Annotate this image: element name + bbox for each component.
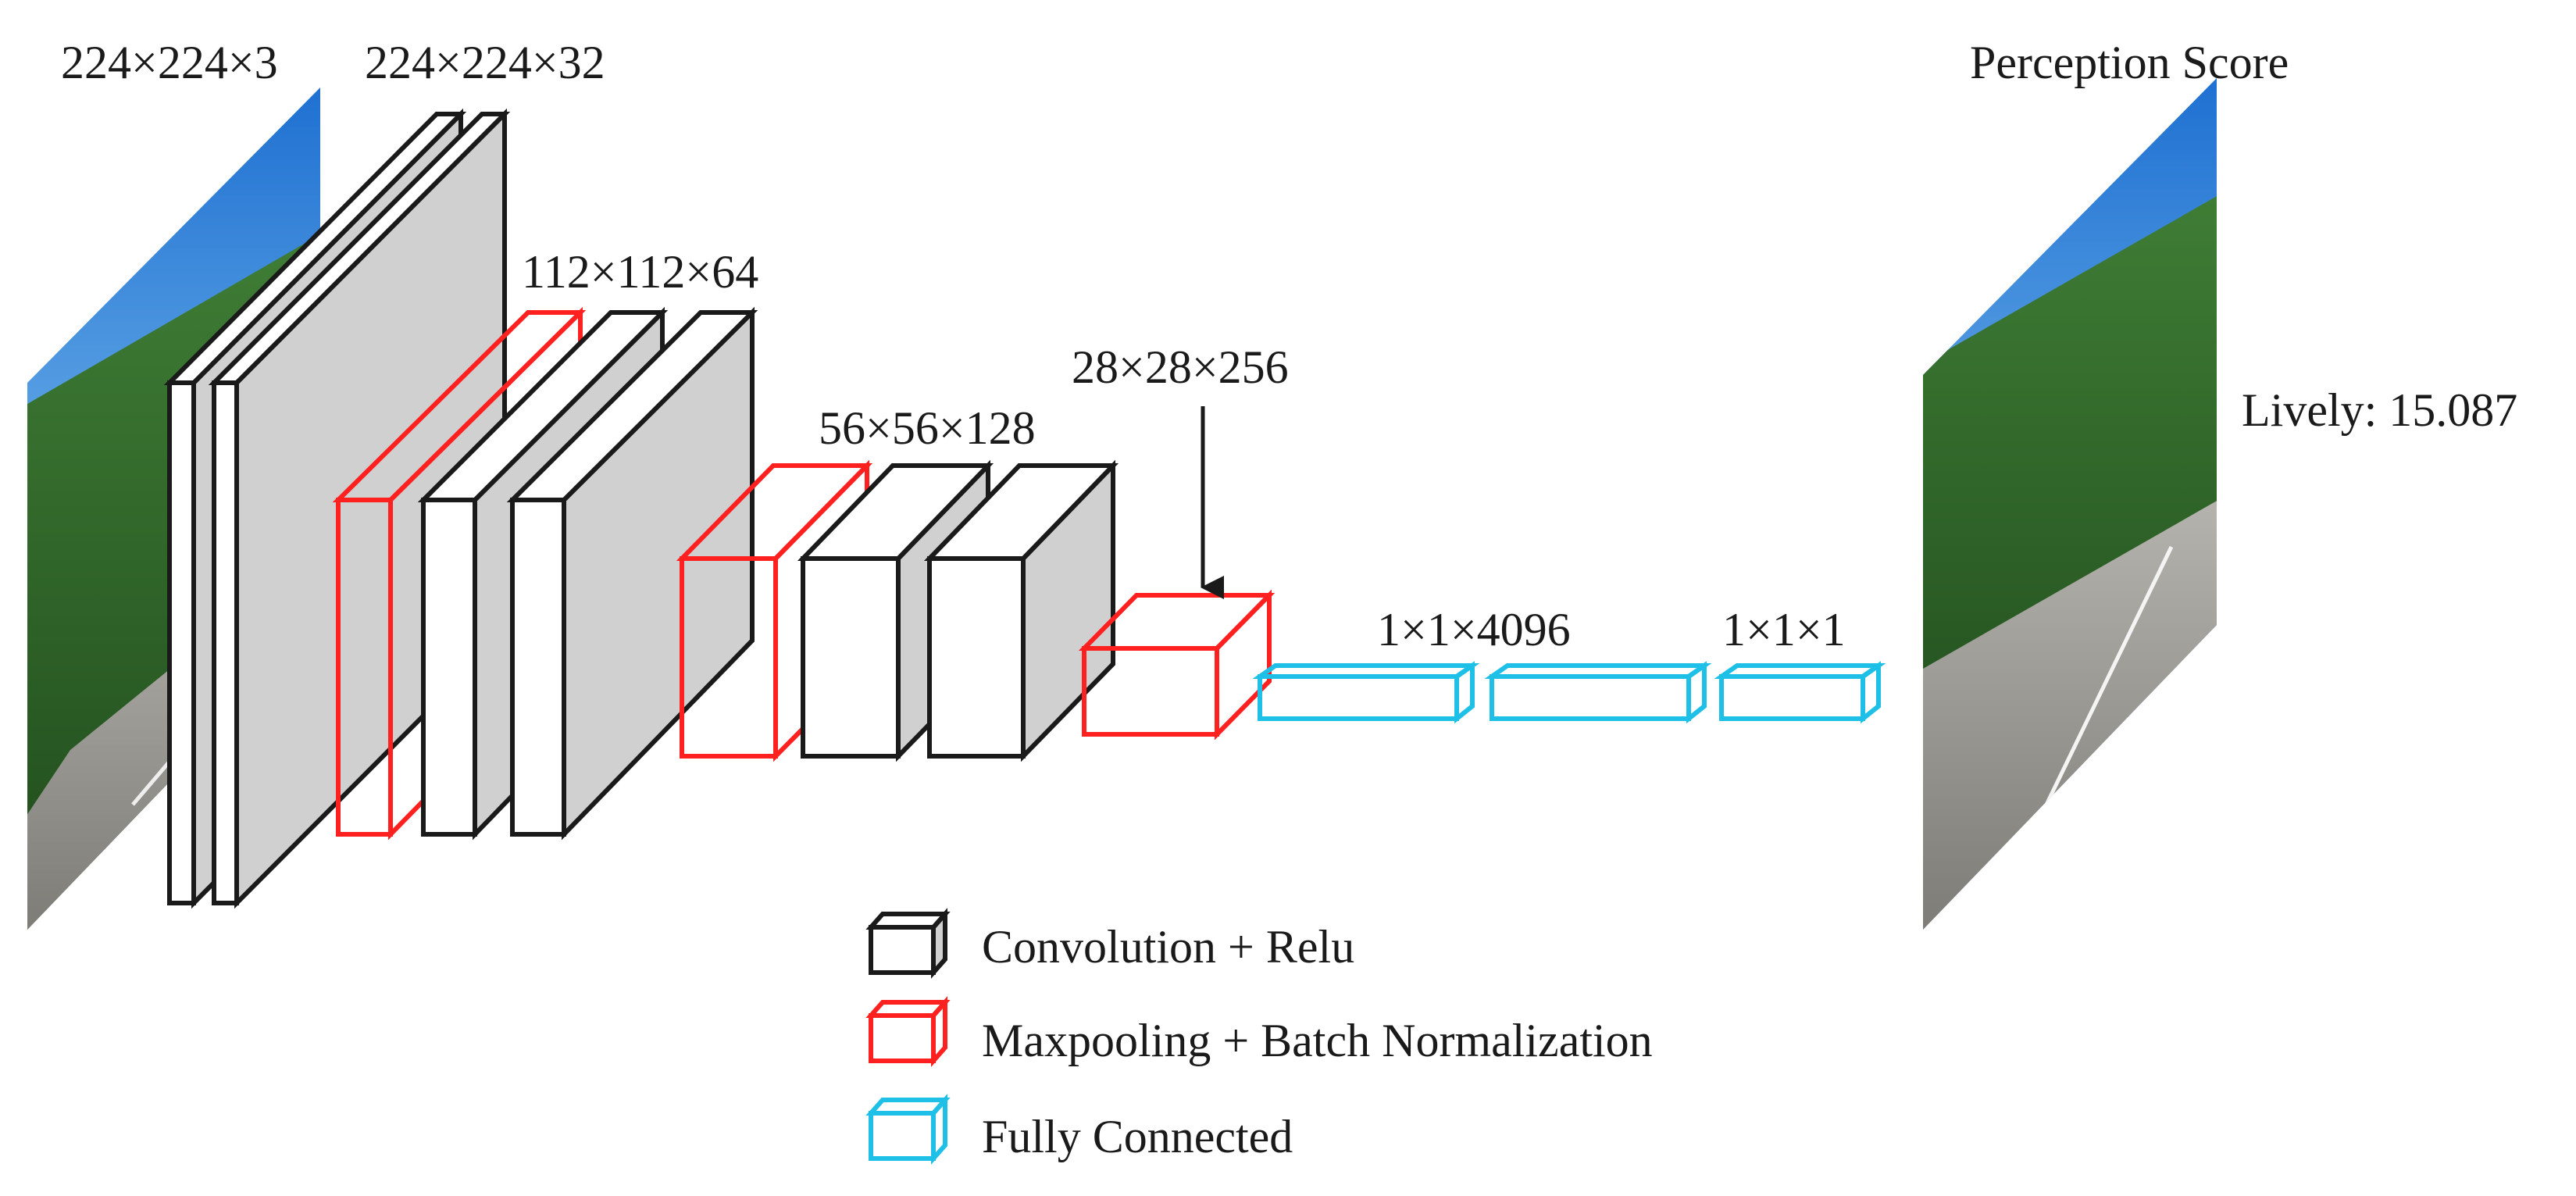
fc2-layer xyxy=(1484,661,1712,724)
legend-swatch-fc-icon xyxy=(865,1094,951,1165)
fc1-layer xyxy=(1252,661,1480,724)
legend-swatch-pool-icon xyxy=(865,996,951,1067)
pool4-layer xyxy=(1078,589,1276,741)
conv1-block xyxy=(163,108,511,909)
conv3-layer-b xyxy=(923,459,1119,762)
legend-item-convolution: Convolution + Relu xyxy=(865,908,1354,979)
legend-item-pooling: Maxpooling + Batch Normalization xyxy=(865,996,1653,1067)
fc1-dims-label: 1×1×4096 xyxy=(1377,604,1571,655)
legend-label-pool: Maxpooling + Batch Normalization xyxy=(982,1015,1653,1066)
block2 xyxy=(332,306,758,841)
legend: Convolution + Relu Maxpooling + Batch No… xyxy=(865,908,1653,1165)
conv1-dims-label: 224×224×32 xyxy=(365,37,605,88)
score-text: Lively: 15.087 xyxy=(2242,384,2517,436)
block3-dims-label: 56×56×128 xyxy=(819,402,1036,454)
legend-label-fc: Fully Connected xyxy=(982,1111,1293,1162)
output-title: Perception Score xyxy=(1970,37,2289,88)
block4-dims-label: 28×28×256 xyxy=(1072,341,1289,393)
legend-item-fc: Fully Connected xyxy=(865,1094,1293,1165)
block3 xyxy=(676,459,1119,762)
output-image xyxy=(1923,78,2217,930)
conv2-layer-b xyxy=(506,306,758,841)
fc-out-dims-label: 1×1×1 xyxy=(1722,604,1846,655)
legend-label-conv: Convolution + Relu xyxy=(982,921,1354,973)
fc-output-layer xyxy=(1714,661,1886,724)
block2-dims-label: 112×112×64 xyxy=(522,246,758,298)
legend-swatch-conv-icon xyxy=(865,908,951,979)
input-dims-label: 224×224×3 xyxy=(61,37,278,88)
